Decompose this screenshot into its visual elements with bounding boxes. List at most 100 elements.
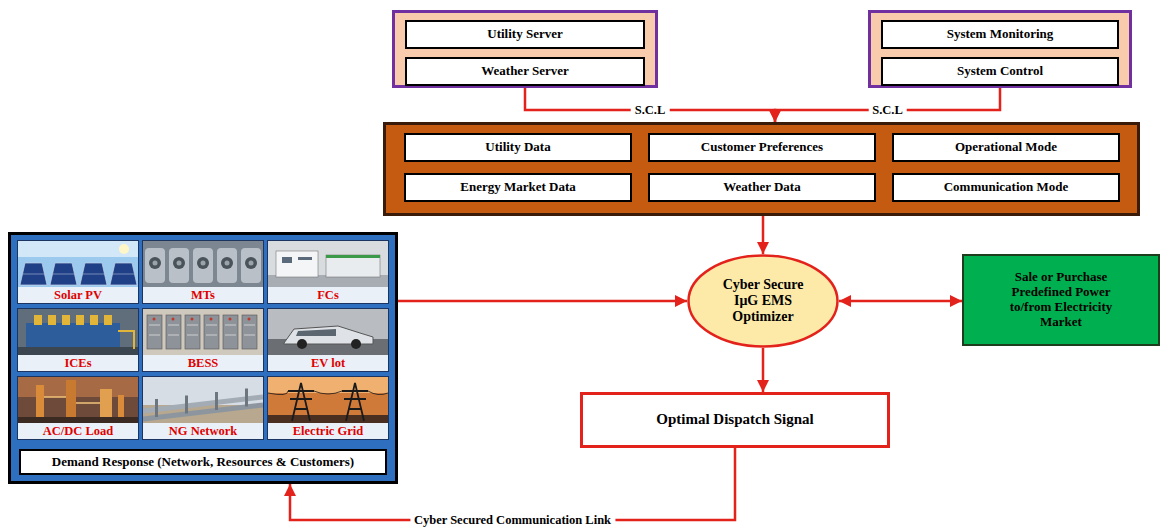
resource-tile: ICEs xyxy=(17,308,139,372)
data-box: Weather Data xyxy=(648,173,876,202)
box-label: Utility Data xyxy=(485,140,550,155)
illustration-shape xyxy=(248,318,251,321)
resource-label: AC/DC Load xyxy=(18,423,138,439)
box-label: Customer Preferences xyxy=(701,140,823,155)
resources-panel: Solar PVMTsFCsICEsBESSEV lotAC/DC LoadNG… xyxy=(8,232,398,484)
illustration-shape xyxy=(172,318,175,321)
illustration-shape xyxy=(18,309,138,355)
resource-illustration xyxy=(143,309,263,355)
connector-arrow xyxy=(525,88,775,122)
illustration-shape xyxy=(326,255,380,258)
illustration-shape xyxy=(18,347,138,355)
resource-tile: AC/DC Load xyxy=(17,376,139,440)
illustration-shape xyxy=(268,377,388,393)
illustration-shape xyxy=(204,315,219,349)
resource-illustration xyxy=(18,241,138,287)
resource-illustration xyxy=(143,377,263,423)
illustration-shape xyxy=(36,385,44,419)
illustration-shape xyxy=(342,383,368,421)
illustration-shape xyxy=(62,315,70,325)
demand-response-box: Demand Response (Network, Resources & Cu… xyxy=(19,449,387,475)
illustration-shape xyxy=(50,263,77,285)
resource-tile: Electric Grid xyxy=(267,376,389,440)
illustration-shape xyxy=(83,274,104,275)
box-label: Utility Server xyxy=(487,27,562,42)
optimizer-ellipse-shape xyxy=(689,256,838,347)
illustration-shape xyxy=(110,263,137,285)
input-data-panel: Utility Data Customer Preferences Operatio… xyxy=(383,122,1140,216)
resource-tile: NG Network xyxy=(142,376,264,440)
illustration-shape xyxy=(217,248,237,283)
box-label: Communication Mode xyxy=(944,180,1069,195)
illustration-shape xyxy=(149,325,160,335)
illustration-shape xyxy=(155,399,158,417)
illustration-shape xyxy=(225,261,230,266)
illustration-shape xyxy=(80,263,107,285)
box-label: Demand Response (Network, Resources & Cu… xyxy=(52,455,354,470)
illustration-shape xyxy=(149,257,161,269)
link-label: Cyber Secured Communication Link xyxy=(410,513,615,528)
illustration-shape xyxy=(193,248,213,283)
illustration-shape xyxy=(245,389,248,407)
illustration-shape xyxy=(268,377,388,423)
resource-illustration xyxy=(268,241,388,287)
illustration-shape xyxy=(169,248,189,283)
illustration-shape xyxy=(206,325,217,335)
data-box: System Control xyxy=(881,57,1119,86)
link-label: S.C.L xyxy=(868,103,907,118)
illustration-shape xyxy=(26,323,120,347)
illustration-shape xyxy=(143,309,263,355)
link-label: S.C.L xyxy=(631,103,670,118)
illustration-shape xyxy=(18,241,138,257)
illustration-shape xyxy=(90,315,98,325)
optimizer-ellipse: Cyber Secure IμG EMS Optimizer xyxy=(687,254,839,348)
illustration-shape xyxy=(249,261,254,266)
illustration-shape xyxy=(282,257,292,263)
illustration-shape xyxy=(298,257,312,260)
illustration-shape xyxy=(48,315,56,325)
illustration-shape xyxy=(297,339,307,349)
resource-tile: FCs xyxy=(267,240,389,304)
data-box: System Monitoring xyxy=(881,20,1119,49)
box-label: System Control xyxy=(957,64,1043,79)
illustration-shape xyxy=(143,377,263,423)
illustration-shape xyxy=(143,241,263,287)
resource-label: MTs xyxy=(143,287,263,303)
illustration-shape xyxy=(177,261,182,266)
illustration-shape xyxy=(23,274,44,275)
market-label: Sale or Purchase Predefined Power to/fro… xyxy=(1001,270,1121,330)
resource-tile: MTs xyxy=(142,240,264,304)
connector-arrow xyxy=(762,348,765,392)
illustration-shape xyxy=(53,274,74,275)
illustration-shape xyxy=(153,318,156,321)
illustration-shape xyxy=(18,417,138,423)
illustration-shape xyxy=(20,263,47,285)
resource-illustration xyxy=(268,309,388,355)
illustration-shape xyxy=(166,315,181,349)
resource-tile: BESS xyxy=(142,308,264,372)
illustration-shape xyxy=(191,318,194,321)
illustration-shape xyxy=(153,261,158,266)
illustration-shape xyxy=(268,309,388,355)
illustration-shape xyxy=(351,339,361,349)
illustration-shape xyxy=(268,241,388,287)
illustration-shape xyxy=(223,315,238,349)
illustration-shape xyxy=(326,255,380,277)
resource-label: FCs xyxy=(268,287,388,303)
data-box: Energy Market Data xyxy=(404,173,632,202)
illustration-shape xyxy=(225,325,236,335)
resource-label: ICEs xyxy=(18,355,138,371)
resource-label: BESS xyxy=(143,355,263,371)
illustration-shape xyxy=(118,395,124,419)
illustration-shape xyxy=(118,331,134,349)
box-label: Weather Server xyxy=(481,64,568,79)
illustration-shape xyxy=(244,325,255,335)
resource-illustration xyxy=(268,377,388,423)
resource-tile: EV lot xyxy=(267,308,389,372)
illustration-shape xyxy=(119,244,129,254)
illustration-shape xyxy=(201,261,206,266)
data-box: Utility Server xyxy=(405,20,645,49)
data-box: Operational Mode xyxy=(892,133,1120,162)
illustration-shape xyxy=(242,315,257,349)
